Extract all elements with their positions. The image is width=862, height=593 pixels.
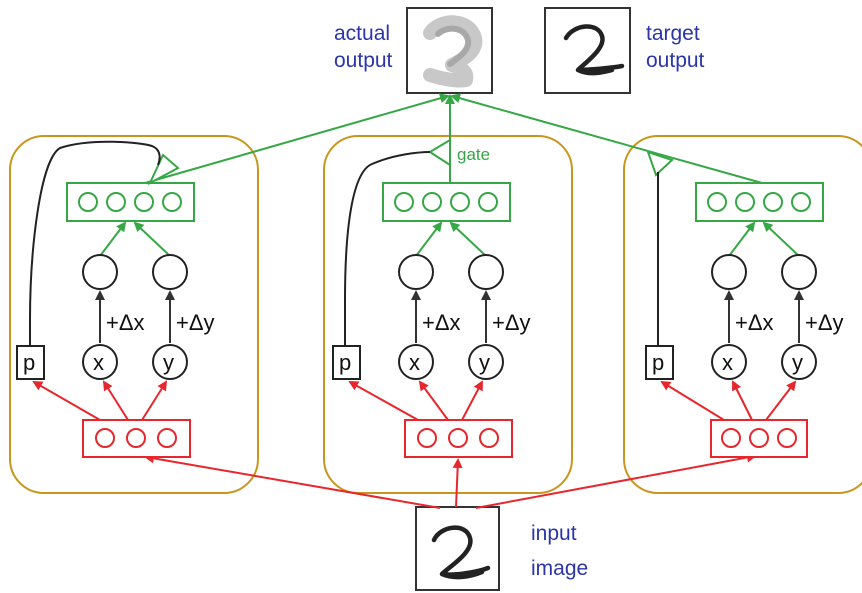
y-node bbox=[781, 344, 817, 380]
y-node bbox=[468, 344, 504, 380]
output-vector bbox=[695, 182, 824, 222]
input-image-label-line2: image bbox=[531, 557, 588, 580]
p-label: p bbox=[339, 350, 351, 375]
capsule-3: +Δx +Δy p x y bbox=[645, 150, 844, 458]
actual-output-label-line1: actual bbox=[334, 22, 390, 45]
delta-x-label: +Δx bbox=[422, 310, 461, 335]
x-node bbox=[82, 344, 118, 380]
actual-output-label-line2: output bbox=[334, 49, 393, 72]
output-vector bbox=[382, 182, 511, 222]
delta-y-label: +Δy bbox=[176, 310, 215, 335]
delta-x-label: +Δx bbox=[106, 310, 145, 335]
gate-icon bbox=[428, 138, 451, 167]
capsule-2: gate +Δx +Δy p x y bbox=[332, 138, 531, 458]
recognition-units bbox=[404, 419, 513, 458]
gate-icon bbox=[646, 150, 674, 177]
recognition-units bbox=[710, 419, 808, 458]
digit-two-icon bbox=[563, 24, 625, 76]
probability-box bbox=[332, 345, 361, 380]
digit-two-icon bbox=[431, 525, 491, 580]
target-output-label-line2: output bbox=[646, 49, 705, 72]
probability-box bbox=[16, 345, 45, 380]
x-node bbox=[398, 344, 434, 380]
hidden-node-x bbox=[82, 254, 118, 290]
x-label: x bbox=[722, 350, 733, 375]
delta-y-label: +Δy bbox=[805, 310, 844, 335]
gate-connector bbox=[344, 151, 431, 346]
output-vector bbox=[66, 182, 195, 222]
target-output-label-line1: target bbox=[646, 22, 700, 45]
x-label: x bbox=[93, 350, 104, 375]
gate-icon bbox=[147, 153, 180, 186]
hidden-node-y bbox=[468, 254, 504, 290]
capsule-1: +Δx +Δy p x y bbox=[16, 140, 215, 458]
hidden-node-x bbox=[398, 254, 434, 290]
x-label: x bbox=[409, 350, 420, 375]
y-label: y bbox=[792, 350, 803, 375]
capsule-box-1 bbox=[9, 135, 259, 494]
capsule-box-2 bbox=[323, 135, 573, 494]
hidden-node-y bbox=[781, 254, 817, 290]
y-node bbox=[152, 344, 188, 380]
hidden-node-y bbox=[152, 254, 188, 290]
target-output-group: target output bbox=[544, 7, 705, 94]
x-node bbox=[711, 344, 747, 380]
actual-output-group: actual output bbox=[334, 7, 493, 94]
y-label: y bbox=[479, 350, 490, 375]
p-label: p bbox=[652, 350, 664, 375]
delta-x-label: +Δx bbox=[735, 310, 774, 335]
target-output-image bbox=[544, 7, 631, 94]
input-arrows bbox=[144, 452, 757, 509]
input-image-label-line1: input bbox=[531, 522, 577, 545]
recognition-units bbox=[82, 419, 191, 458]
gate-connector bbox=[29, 140, 161, 346]
y-label: y bbox=[163, 350, 174, 375]
gate-label: gate bbox=[457, 145, 490, 164]
hidden-node-x bbox=[711, 254, 747, 290]
delta-y-label: +Δy bbox=[492, 310, 531, 335]
capsule-box-3 bbox=[623, 135, 862, 494]
p-label: p bbox=[23, 350, 35, 375]
probability-box bbox=[645, 345, 674, 380]
input-image-group: input image bbox=[415, 506, 588, 591]
